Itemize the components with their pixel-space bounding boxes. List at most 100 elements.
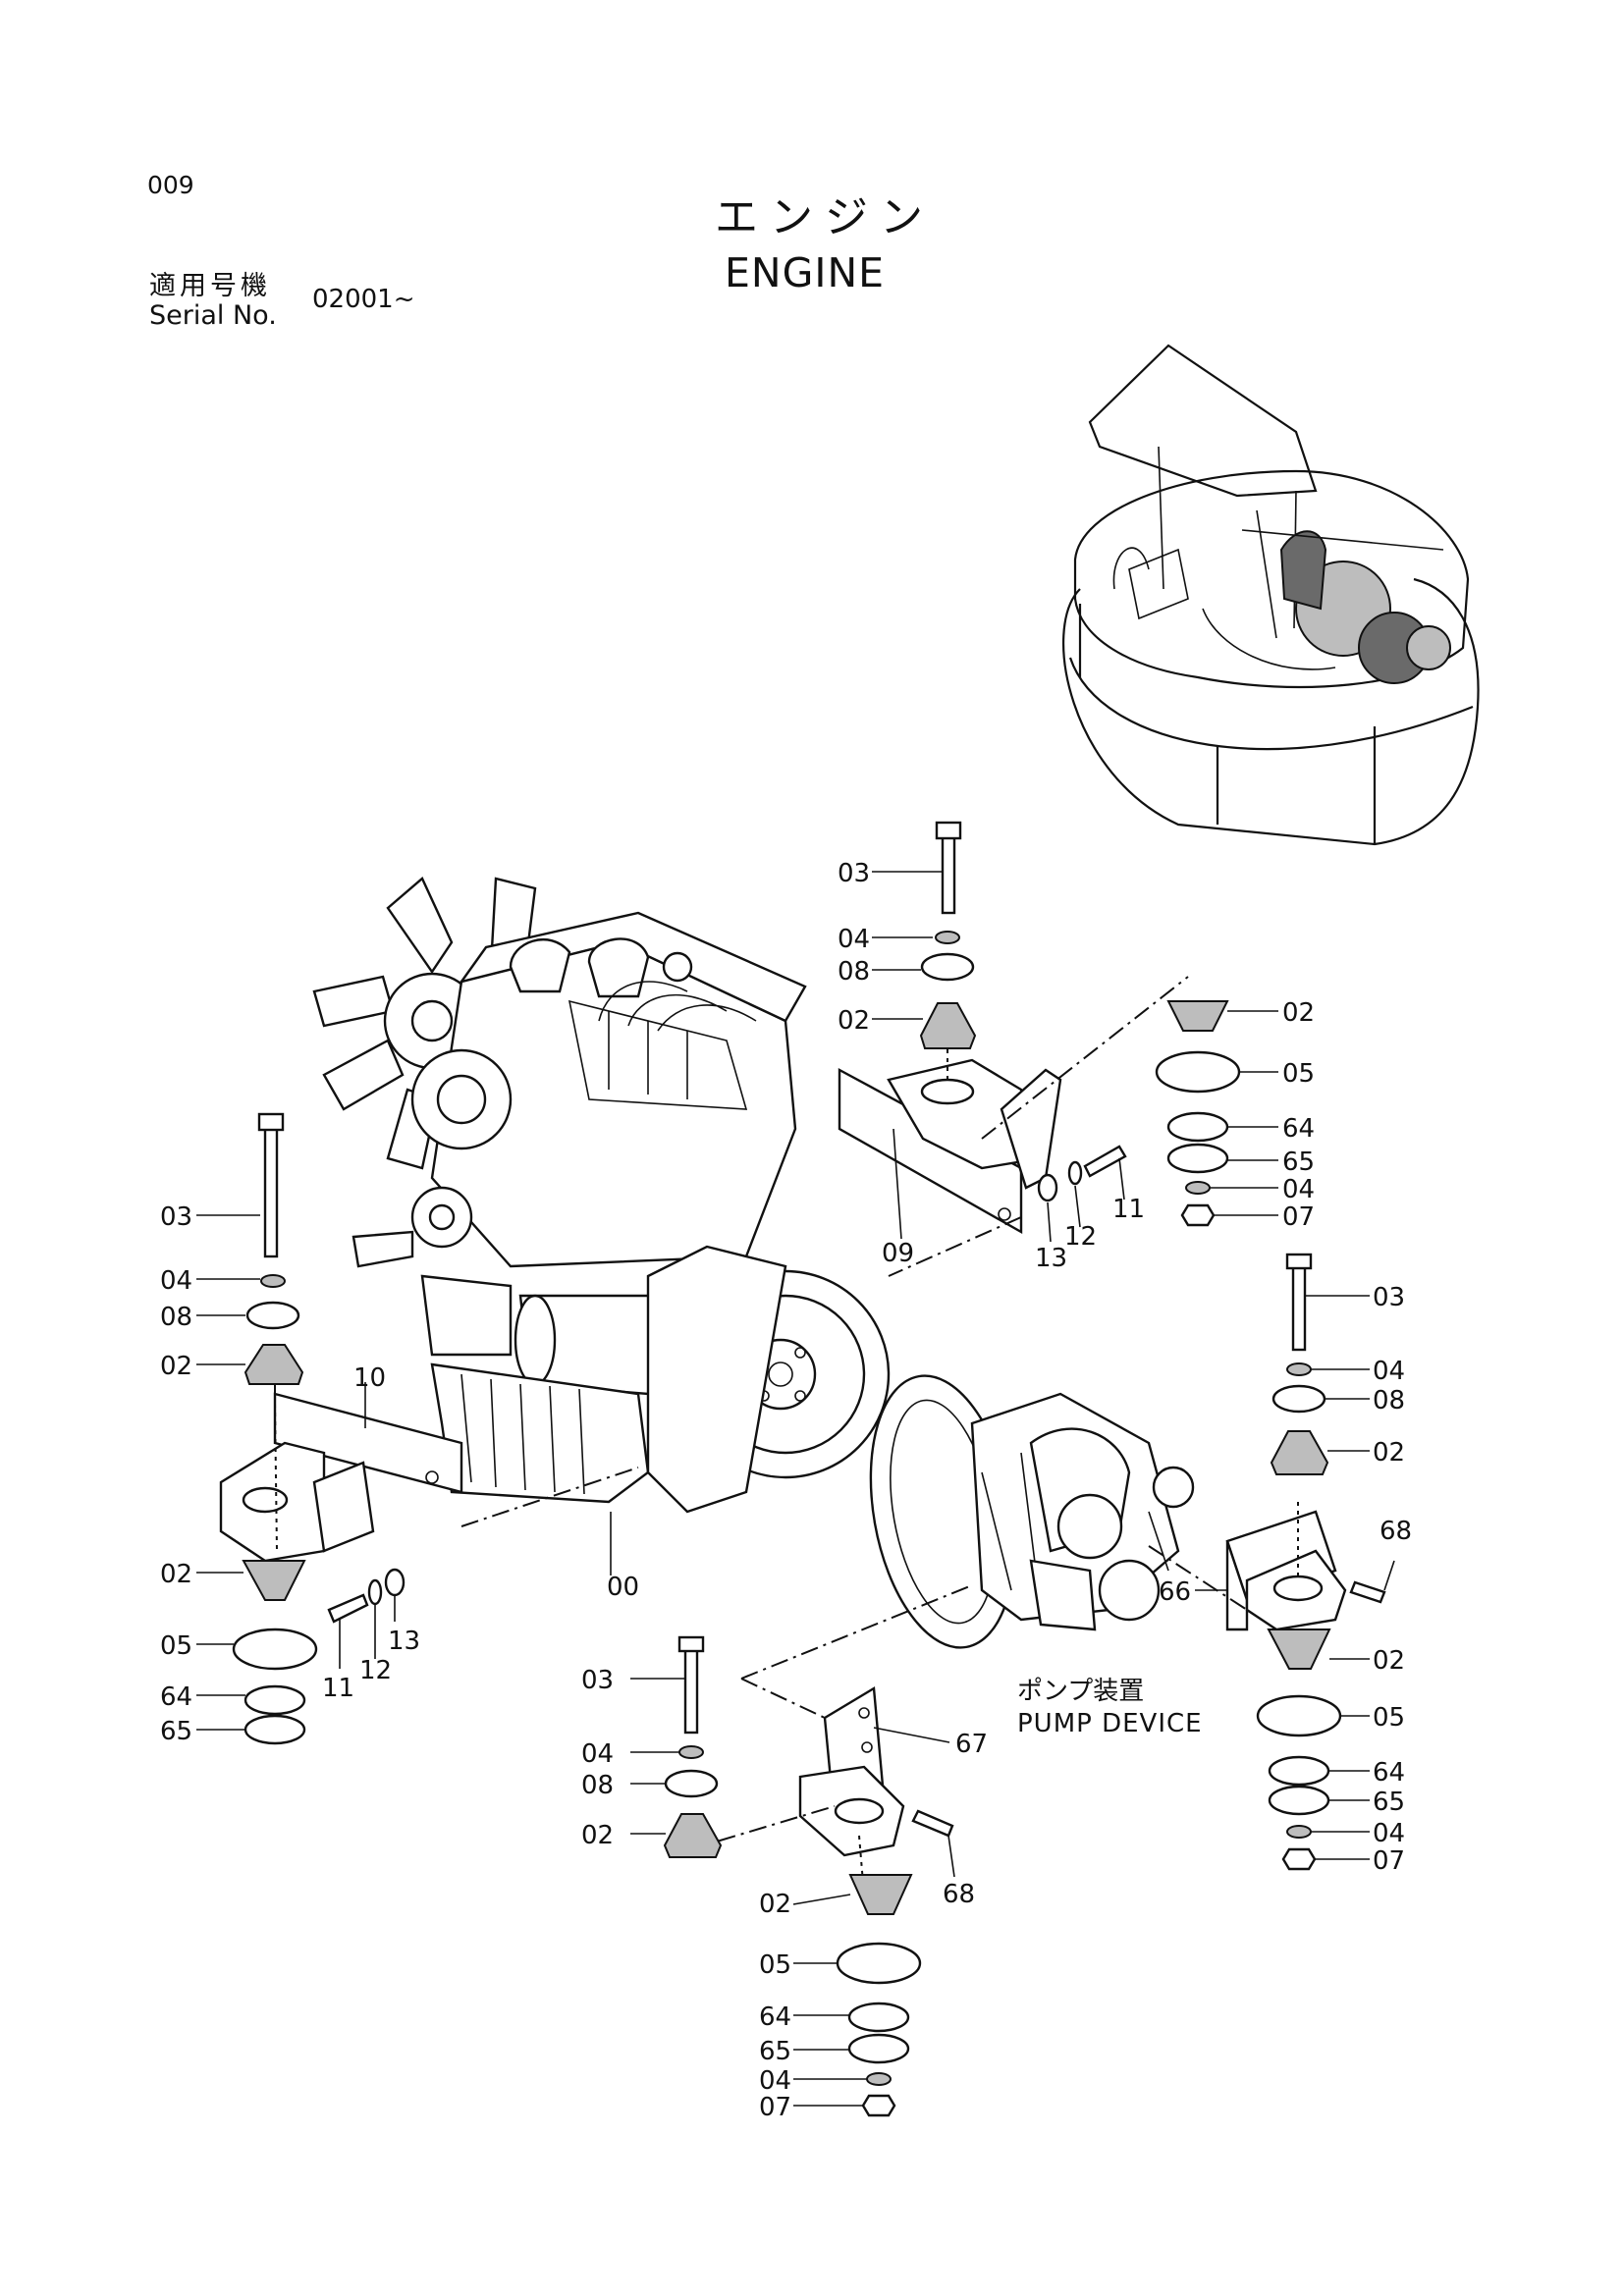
bolt-11	[1083, 1145, 1127, 1178]
callout-02: 02	[1373, 1646, 1405, 1676]
bolt-03	[263, 1117, 279, 1258]
callout-10: 10	[353, 1363, 386, 1393]
callout-02: 02	[160, 1352, 192, 1381]
washer-64	[243, 1684, 306, 1716]
bracket-66	[1225, 1510, 1347, 1631]
washer-64	[1268, 1755, 1330, 1787]
washer-04	[678, 1745, 704, 1759]
callout-07: 07	[1282, 1202, 1315, 1232]
callout-07: 07	[1373, 1846, 1405, 1876]
bolt-03	[1291, 1259, 1307, 1352]
callout-04: 04	[581, 1739, 614, 1769]
rubber-mount-02	[243, 1344, 304, 1385]
rubber-mount-02	[663, 1813, 723, 1858]
mount-stack-right	[1256, 1253, 1386, 1871]
callout-64: 64	[759, 2002, 791, 2032]
callout-65: 65	[1373, 1788, 1405, 1817]
callout-02: 02	[1282, 998, 1315, 1028]
rubber-mount-02	[919, 1002, 977, 1049]
callout-05: 05	[160, 1631, 192, 1661]
page-title: ENGINE	[725, 249, 886, 296]
callout-02: 02	[759, 1890, 791, 1919]
mount-stack-left	[232, 1112, 406, 1745]
page-number: 009	[147, 171, 194, 199]
callout-04: 04	[1282, 1175, 1315, 1204]
washer-12	[367, 1578, 383, 1606]
callout-65: 65	[1282, 1148, 1315, 1177]
plate-05	[232, 1628, 318, 1671]
washer-04	[260, 1274, 286, 1288]
bracket-10	[219, 1392, 463, 1563]
nut-07	[1281, 1847, 1317, 1871]
pump-device-label: PUMP DEVICE	[1017, 1709, 1203, 1738]
callout-03: 03	[581, 1666, 614, 1695]
bolt-11	[327, 1593, 369, 1624]
callout-08: 08	[838, 957, 870, 987]
leader-lines	[196, 871, 1395, 2107]
callout-04: 04	[759, 2066, 791, 2096]
rubber-mount-02	[1270, 1430, 1329, 1475]
washer-08	[664, 1769, 719, 1798]
callout-00: 00	[607, 1573, 639, 1602]
washer-13	[1037, 1173, 1058, 1202]
callout-68: 68	[1380, 1517, 1412, 1546]
plate-05	[836, 1942, 922, 1985]
callout-04: 04	[838, 925, 870, 954]
callout-13: 13	[1035, 1244, 1067, 1273]
callout-08: 08	[160, 1303, 192, 1332]
callout-67: 67	[955, 1730, 988, 1759]
serial-label: Serial No.	[149, 300, 277, 331]
callout-64: 64	[160, 1682, 192, 1712]
washer-04	[1286, 1825, 1312, 1839]
callout-07: 07	[759, 2093, 791, 2122]
callout-02: 02	[838, 1006, 870, 1036]
washer-64	[1166, 1111, 1229, 1143]
washer-65	[1166, 1143, 1229, 1174]
bolt-68	[1349, 1580, 1386, 1604]
callout-03: 03	[160, 1202, 192, 1232]
callout-65: 65	[160, 1717, 192, 1746]
callout-12: 12	[359, 1656, 392, 1685]
serial-label-japanese: 適用号機	[149, 271, 271, 301]
callout-03: 03	[838, 859, 870, 888]
washer-64	[847, 2002, 910, 2033]
callouts: 00 09 10 66 67 03 04 08 02 02 05 64 65 1…	[160, 859, 1412, 2122]
rubber-mount-02	[848, 1874, 913, 1915]
serial-value: 02001~	[312, 285, 415, 314]
washer-04	[866, 2072, 892, 2086]
callout-08: 08	[1373, 1386, 1405, 1415]
pump-device-label-japanese: ポンプ装置	[1017, 1677, 1145, 1706]
callout-02: 02	[160, 1560, 192, 1589]
callout-04: 04	[1373, 1819, 1405, 1848]
callout-02: 02	[581, 1821, 614, 1850]
callout-04: 04	[160, 1266, 192, 1296]
nut-07	[861, 2094, 896, 2117]
callout-05: 05	[759, 1950, 791, 1980]
bolt-03	[941, 832, 956, 915]
callout-13: 13	[388, 1627, 420, 1656]
callout-11: 11	[1112, 1195, 1145, 1224]
callout-11: 11	[322, 1674, 354, 1703]
callout-12: 12	[1064, 1222, 1097, 1252]
callout-02: 02	[1373, 1438, 1405, 1468]
callout-68: 68	[943, 1880, 975, 1909]
callout-66: 66	[1159, 1577, 1191, 1607]
callout-05: 05	[1373, 1703, 1405, 1733]
callout-64: 64	[1282, 1114, 1315, 1144]
bracket-67	[798, 1685, 905, 1857]
plate-05	[1256, 1694, 1342, 1737]
pump-device	[869, 1374, 1195, 1649]
callout-04: 04	[1373, 1357, 1405, 1386]
washer-65	[243, 1714, 306, 1745]
plate-05	[1155, 1050, 1241, 1094]
mount-stack-top-right	[1155, 1000, 1241, 1227]
rubber-mount-02	[242, 1560, 306, 1601]
callout-64: 64	[1373, 1758, 1405, 1788]
bolt-68	[911, 1809, 954, 1838]
engine-assembly	[312, 877, 891, 1514]
washer-12	[1067, 1160, 1083, 1186]
nut-07	[1180, 1203, 1216, 1227]
machine-location-view	[1062, 344, 1480, 846]
mount-stack-bottom	[663, 1635, 954, 2117]
